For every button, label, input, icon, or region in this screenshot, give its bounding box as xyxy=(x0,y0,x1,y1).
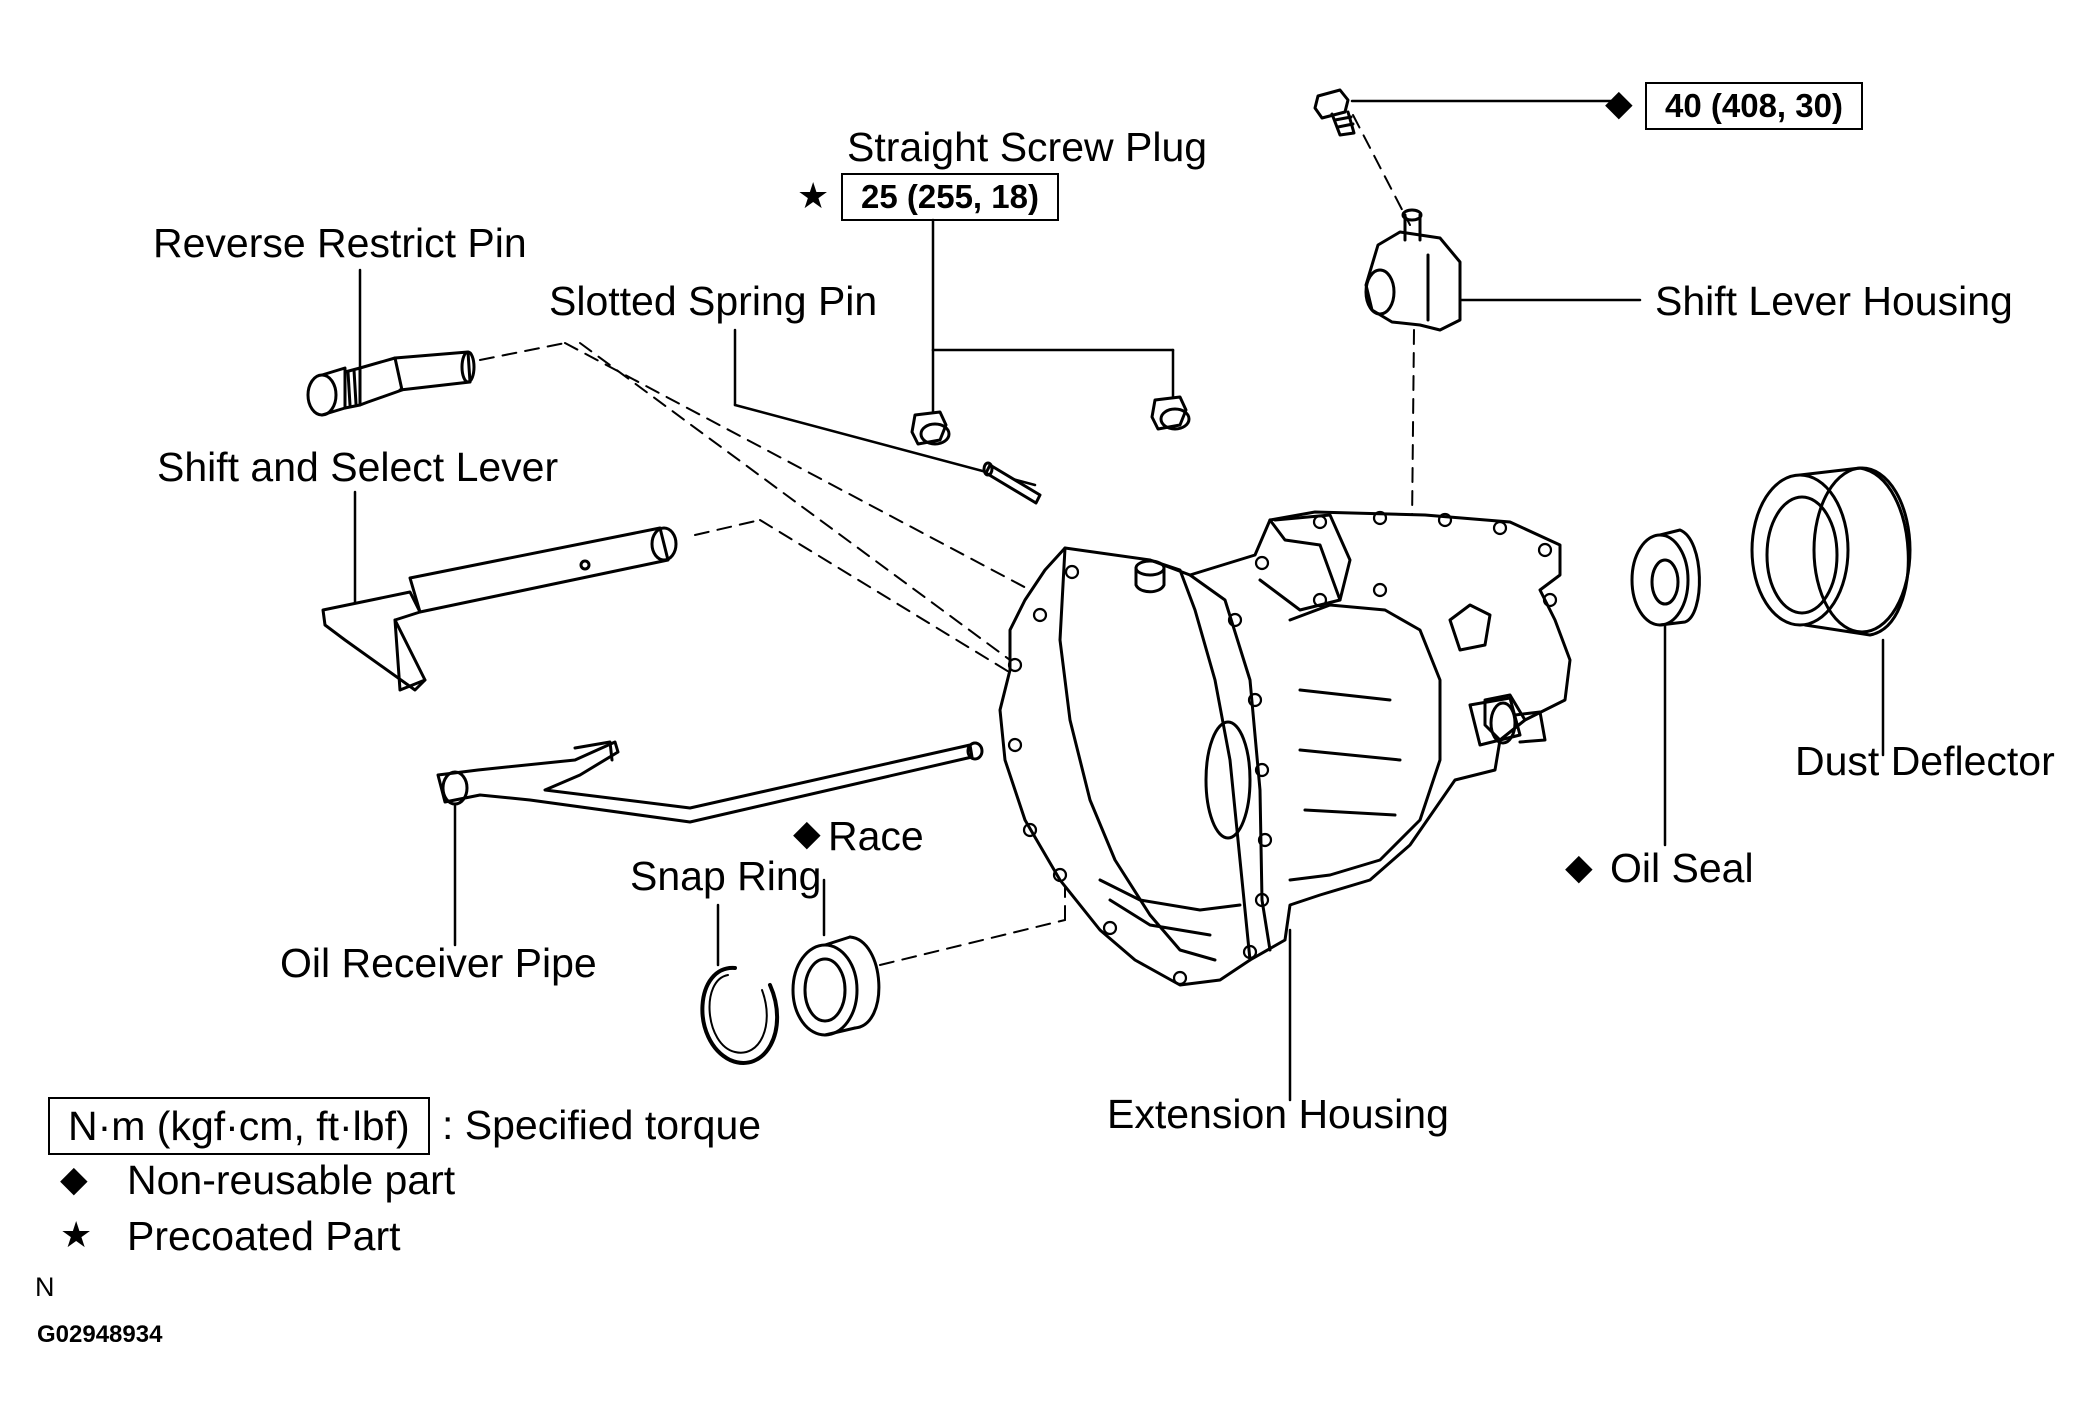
label-snap-ring: Snap Ring xyxy=(630,853,822,899)
footer-code: G02948934 xyxy=(37,1321,163,1348)
snap-ring-drawing xyxy=(700,965,780,1065)
race-drawing xyxy=(791,935,881,1037)
label-race: Race xyxy=(828,813,924,859)
label-dust-deflector: Dust Deflector xyxy=(1795,738,2055,784)
non-reusable-symbol: ◆ xyxy=(793,813,821,854)
label-slotted-spring-pin: Slotted Spring Pin xyxy=(549,278,878,324)
legend-non-reusable-symbol: ◆ xyxy=(60,1159,88,1200)
label-shift-and-select-lever: Shift and Select Lever xyxy=(157,444,559,490)
torque-box-plug: 25 (255, 18) xyxy=(841,173,1059,221)
legend-torque-box: N·m (kgf·cm, ft·lbf) xyxy=(48,1097,430,1155)
label-reverse-restrict-pin: Reverse Restrict Pin xyxy=(153,220,527,266)
label-oil-seal: Oil Seal xyxy=(1610,845,1754,891)
spring-pin-drawing xyxy=(982,461,1042,505)
torque-box-bolt: 40 (408, 30) xyxy=(1645,82,1863,130)
precoated-symbol: ★ xyxy=(797,176,830,217)
reverse-restrict-pin-drawing xyxy=(306,350,476,417)
label-shift-lever-housing: Shift Lever Housing xyxy=(1655,278,2013,324)
label-straight-screw-plug: Straight Screw Plug xyxy=(847,124,1208,170)
oil-receiver-pipe-drawing xyxy=(436,740,984,824)
label-extension-housing: Extension Housing xyxy=(1107,1091,1449,1137)
bolt-drawing xyxy=(1313,88,1356,137)
screw-plug-drawing xyxy=(910,395,1191,446)
legend-precoated-text: Precoated Part xyxy=(127,1213,401,1259)
legend-non-reusable-text: Non-reusable part xyxy=(127,1157,456,1203)
non-reusable-symbol: ◆ xyxy=(1565,847,1593,888)
shift-lever-housing-drawing xyxy=(1364,208,1462,332)
shift-select-lever-drawing xyxy=(321,526,678,692)
footer-letter: N xyxy=(35,1272,55,1302)
label-oil-receiver-pipe: Oil Receiver Pipe xyxy=(280,940,597,986)
extension-housing-drawing xyxy=(998,510,1572,987)
oil-seal-drawing xyxy=(1630,528,1701,627)
leader-lines xyxy=(353,99,1885,1102)
legend-precoated-symbol: ★ xyxy=(60,1215,93,1256)
legend-torque-text: : Specified torque xyxy=(442,1102,762,1148)
dust-deflector-drawing xyxy=(1750,466,1912,637)
non-reusable-symbol: ◆ xyxy=(1605,83,1633,124)
